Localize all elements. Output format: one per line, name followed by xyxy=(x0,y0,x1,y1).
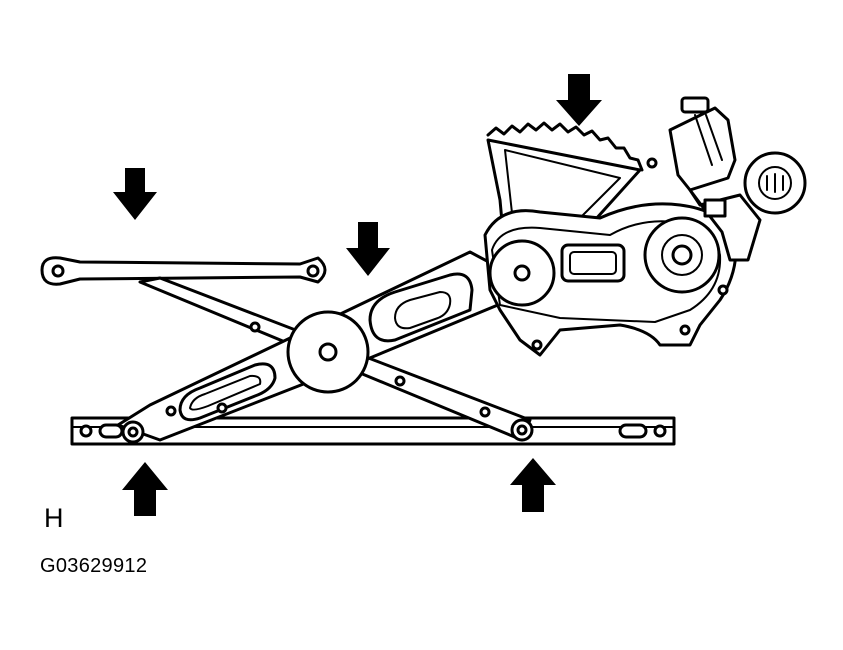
upper-rail xyxy=(40,256,327,286)
down-arrow-icon xyxy=(556,74,602,126)
figure-code: G03629912 xyxy=(40,555,148,577)
down-arrow-icon xyxy=(113,168,157,220)
motor-body xyxy=(668,96,762,262)
connector xyxy=(743,151,807,215)
motor-housing xyxy=(483,157,738,357)
up-arrow-icon xyxy=(122,462,168,516)
central-pivot xyxy=(286,310,370,394)
up-arrow-icon xyxy=(510,458,556,512)
view-letter: H xyxy=(44,503,64,533)
down-arrow-icon xyxy=(346,222,390,276)
